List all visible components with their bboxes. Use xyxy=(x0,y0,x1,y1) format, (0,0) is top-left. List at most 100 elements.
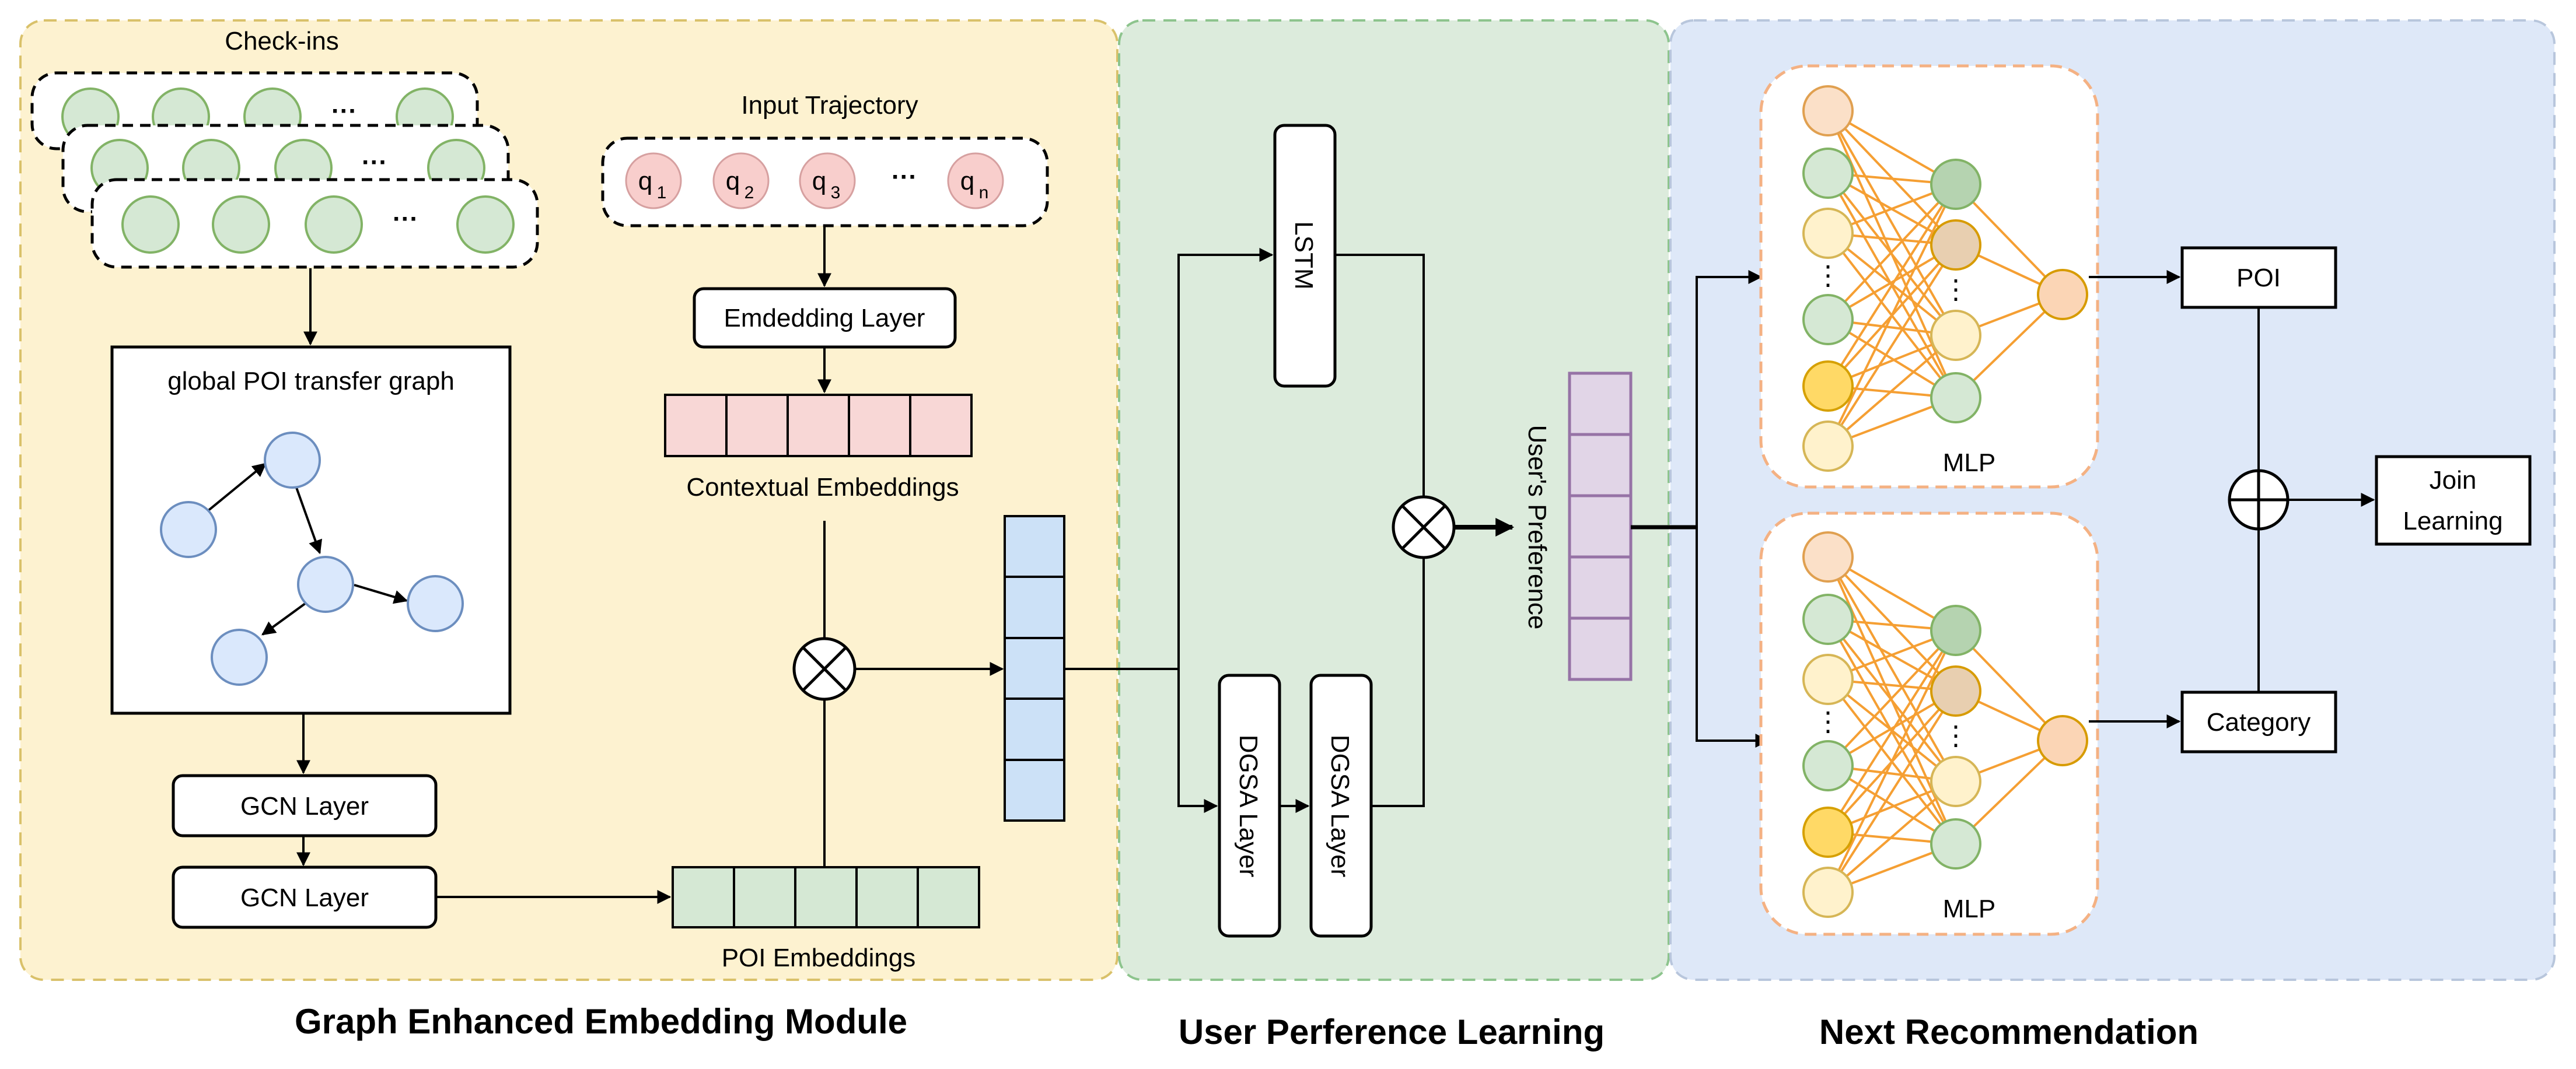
graph-node xyxy=(264,432,321,489)
join-learning-label-line2: Learning xyxy=(2403,507,2502,535)
output-category-label: Category xyxy=(2207,708,2311,737)
checkin-ellipsis: ··· xyxy=(393,205,418,233)
mlp-hidden-vdots: ⋮ xyxy=(1942,274,1969,304)
mlp-hidden-node xyxy=(1930,605,1981,656)
mlp-hidden-node xyxy=(1930,756,1981,807)
graph-edge xyxy=(206,462,267,513)
mlp-edge xyxy=(1827,780,1957,893)
mlp-edge xyxy=(1827,334,1957,447)
join-learning-box xyxy=(2375,455,2532,546)
mlp-input-node xyxy=(1802,740,1854,791)
svg-text:q: q xyxy=(960,167,974,195)
output-category-box xyxy=(2180,691,2337,753)
checkin-node xyxy=(212,195,270,254)
gcn-layer-2-label: GCN Layer xyxy=(240,884,369,912)
poi-embeddings xyxy=(672,866,980,928)
mlp-input-node xyxy=(1802,807,1854,858)
mlp-top-network: ⋮⋮ xyxy=(1802,85,2088,472)
mlp-edge xyxy=(1827,244,1957,447)
poi-embeddings-label: POI Embeddings xyxy=(722,944,916,972)
svg-text:q: q xyxy=(812,167,826,195)
graph-node xyxy=(297,556,354,613)
mlp-top-label: MLP xyxy=(1943,448,1995,477)
dgsa-layer-1-label: DGSA Layer xyxy=(1234,735,1263,878)
mlp-input-node xyxy=(1802,531,1854,583)
mlp-bottom-network: ⋮⋮ xyxy=(1802,531,2088,918)
graph-edge xyxy=(354,584,408,604)
mlp-edge xyxy=(1827,618,1957,783)
trajectory-token-q1: q 1 xyxy=(625,152,682,209)
graph-edge xyxy=(261,601,309,636)
mlp-input-vdots: ⋮ xyxy=(1815,706,1841,737)
mlp-hidden-node xyxy=(1930,310,1981,361)
mlp-input-node xyxy=(1802,148,1854,199)
contextual-embeddings-label: Contextual Embeddings xyxy=(686,473,959,502)
arrow-to-dgsa xyxy=(1177,669,1218,813)
svg-text:n: n xyxy=(979,183,989,202)
mlp-output-node xyxy=(2037,715,2088,766)
checkin-node xyxy=(456,195,515,254)
mlp-edge xyxy=(1827,556,1957,782)
trajectory-ellipsis: ··· xyxy=(892,163,917,191)
arrow-to-mlp-top xyxy=(1696,270,1763,527)
line-lstm-to-multiply xyxy=(1335,254,1425,497)
svg-text:2: 2 xyxy=(745,183,754,202)
svg-text:1: 1 xyxy=(657,183,667,202)
mlp-input-node xyxy=(1802,208,1854,259)
module-title-user: User Perference Learning xyxy=(1179,1012,1605,1052)
mlp-hidden-vdots: ⋮ xyxy=(1942,720,1969,751)
contextual-embeddings xyxy=(664,394,973,457)
mlp-input-node xyxy=(1802,867,1854,918)
mlp-input-node xyxy=(1802,85,1854,136)
svg-text:q: q xyxy=(726,167,740,195)
global-graph-title: global POI transfer graph xyxy=(167,367,455,395)
mlp-edge xyxy=(1827,172,1957,337)
mlp-edge xyxy=(1827,690,1957,893)
multiply-operator-1 xyxy=(792,637,857,701)
lstm-label: LSTM xyxy=(1289,221,1318,289)
combined-embedding xyxy=(1004,515,1065,822)
multiply-operator-2 xyxy=(1392,495,1456,559)
user-preference-label: User's Preference xyxy=(1523,425,1551,630)
arrow-to-mlp-bottom xyxy=(1696,527,1770,748)
join-learning-label-line1: Join xyxy=(2430,466,2477,495)
mlp-input-node xyxy=(1802,360,1854,412)
mlp-edge xyxy=(1827,629,1957,767)
mlp-hidden-node xyxy=(1930,219,1981,271)
mlp-edge xyxy=(1827,630,1957,893)
output-poi-label: POI xyxy=(2236,264,2281,292)
output-poi-box xyxy=(2180,246,2337,309)
trajectory-token-q3: q 3 xyxy=(799,152,856,209)
mlp-hidden-node xyxy=(1930,372,1981,423)
module-title-next: Next Recommendation xyxy=(1819,1012,2198,1052)
mlp-input-node xyxy=(1802,654,1854,705)
user-preference-vector xyxy=(1568,371,1633,681)
mlp-edge xyxy=(1827,183,1957,321)
mlp-edge xyxy=(1827,183,1957,387)
checkin-ellipsis: ··· xyxy=(362,148,387,177)
checkin-ellipsis: ··· xyxy=(331,97,357,125)
mlp-edge xyxy=(1827,629,1957,833)
checkin-card-3: ··· xyxy=(90,178,539,269)
mlp-output-node xyxy=(2037,269,2088,320)
graph-node xyxy=(211,629,268,686)
mlp-input-vdots: ⋮ xyxy=(1815,260,1841,290)
graph-node xyxy=(407,575,464,632)
mlp-input-node xyxy=(1802,594,1854,645)
checkins-label: Check-ins xyxy=(225,27,339,55)
mlp-edge xyxy=(1827,184,1957,447)
svg-text:3: 3 xyxy=(831,183,841,202)
mlp-hidden-node xyxy=(1930,665,1981,717)
module-title-graph: Graph Enhanced Embedding Module xyxy=(295,1002,907,1041)
input-trajectory-label: Input Trajectory xyxy=(741,91,918,120)
embedding-layer-label: Emdedding Layer xyxy=(724,304,925,332)
graph-edge xyxy=(295,487,323,555)
mlp-edge xyxy=(1827,110,1957,336)
mlp-input-node xyxy=(1802,420,1854,472)
mlp-hidden-node xyxy=(1930,818,1981,870)
arrow-to-lstm xyxy=(1177,248,1274,669)
dgsa-layer-2-label: DGSA Layer xyxy=(1326,735,1354,878)
checkin-node xyxy=(121,195,180,254)
mlp-bottom-label: MLP xyxy=(1943,895,1995,923)
